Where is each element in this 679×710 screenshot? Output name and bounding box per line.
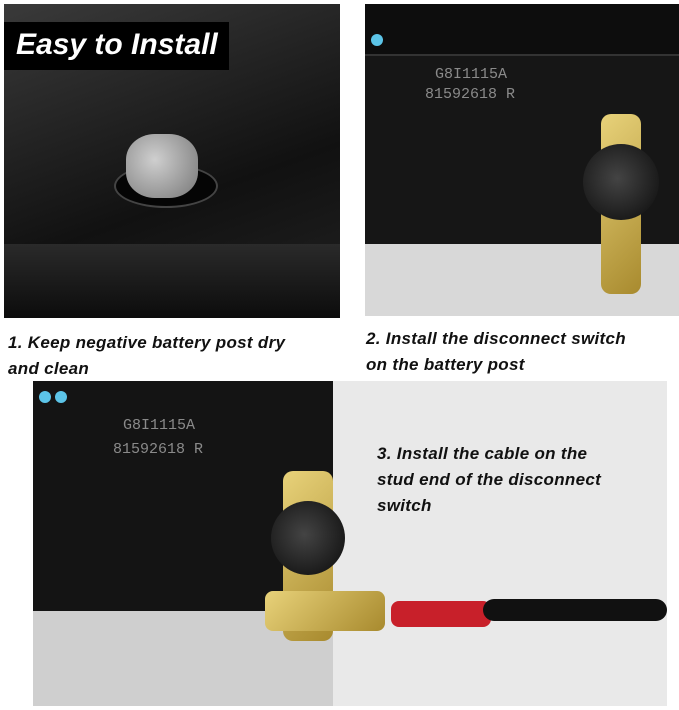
- photo-cable-installed: G8I1115A 81592618 R: [33, 381, 667, 706]
- battery-serial: 81592618 R: [425, 86, 516, 103]
- indicator-icon: [39, 391, 51, 403]
- heat-shrink: [391, 601, 491, 627]
- battery-code: G8I1115A: [123, 417, 196, 434]
- battery-post: [126, 134, 198, 198]
- indicator-icon: [371, 34, 383, 46]
- battery-edge: [4, 244, 340, 318]
- title: Easy to Install: [16, 28, 218, 61]
- indicator-icon: [55, 391, 67, 403]
- title-banner: Easy to Install: [4, 22, 229, 70]
- photo-battery-post: Easy to Install: [4, 4, 340, 318]
- cable-lug: [265, 591, 385, 631]
- switch-knob: [271, 501, 345, 575]
- switch-knob: [583, 144, 659, 220]
- battery-code: G8I1115A: [435, 66, 508, 83]
- photo-switch-installed: G8I1115A 81592618 R: [365, 4, 679, 316]
- battery-serial: 81592618 R: [113, 441, 204, 458]
- battery-cable: [483, 599, 667, 621]
